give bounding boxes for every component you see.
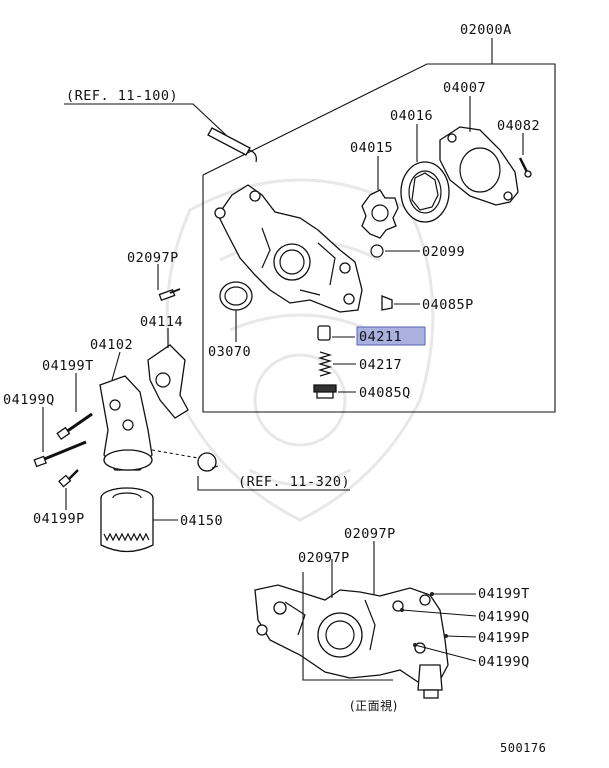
bolt-04199P [58,469,79,510]
outer-rotor-04016 [400,124,450,223]
label-front-04199Q-b: 04199Q [478,654,530,670]
bolt-04199Q [33,407,87,468]
o-ring-02099 [370,244,420,258]
label-04085Q: 04085Q [359,385,411,401]
label-04082: 04082 [497,118,540,134]
screw-04082 [518,133,532,178]
bolt-04199T [56,373,93,441]
label-ref-mid: (REF. 11-320) [238,474,350,490]
label-02099: 02099 [422,244,465,260]
filter-bracket-04102 [99,351,153,471]
plug-04085P [381,295,420,311]
oil-pump-body [214,184,363,313]
label-04199P: 04199P [33,511,85,527]
oil-filter-04150 [100,487,178,553]
front-view-pump [254,541,477,699]
relief-plunger-04211 [317,325,426,346]
label-front-view: (正面視) [350,698,398,713]
label-04199Q: 04199Q [3,392,55,408]
label-04150: 04150 [180,513,223,529]
label-front-02097P-b: 02097P [298,550,350,566]
label-front-04199Q-a: 04199Q [478,609,530,625]
label-diagram-number: 500176 [500,741,546,755]
label-04211: 04211 [359,329,402,345]
gasket-04114 [147,328,189,419]
label-04102: 04102 [90,337,133,353]
label-assy: 02000A [460,22,512,38]
label-04199T: 04199T [42,358,94,374]
label-front-02097P-a: 02097P [344,526,396,542]
inner-gear-04015 [361,156,399,239]
label-front-04199P: 04199P [478,630,530,646]
label-03070: 03070 [208,344,251,360]
label-02097P: 02097P [127,250,179,266]
relief-spring-04217 [317,351,356,377]
oil-seal-03070 [219,281,253,342]
ref-top-leader [64,103,257,163]
label-04217: 04217 [359,357,402,373]
label-04007: 04007 [443,80,486,96]
label-04085P: 04085P [422,297,474,313]
label-front-04199T: 04199T [478,586,530,602]
label-04016: 04016 [390,108,433,124]
ref-mid-leader [151,449,350,491]
label-ref-top: (REF. 11-100) [66,88,178,104]
label-04114: 04114 [140,314,183,330]
bolt-02097P [157,264,181,302]
plug-04085Q [313,384,356,399]
assembly-outline [202,38,556,413]
pump-cover-04007 [439,96,519,206]
label-04015: 04015 [350,140,393,156]
